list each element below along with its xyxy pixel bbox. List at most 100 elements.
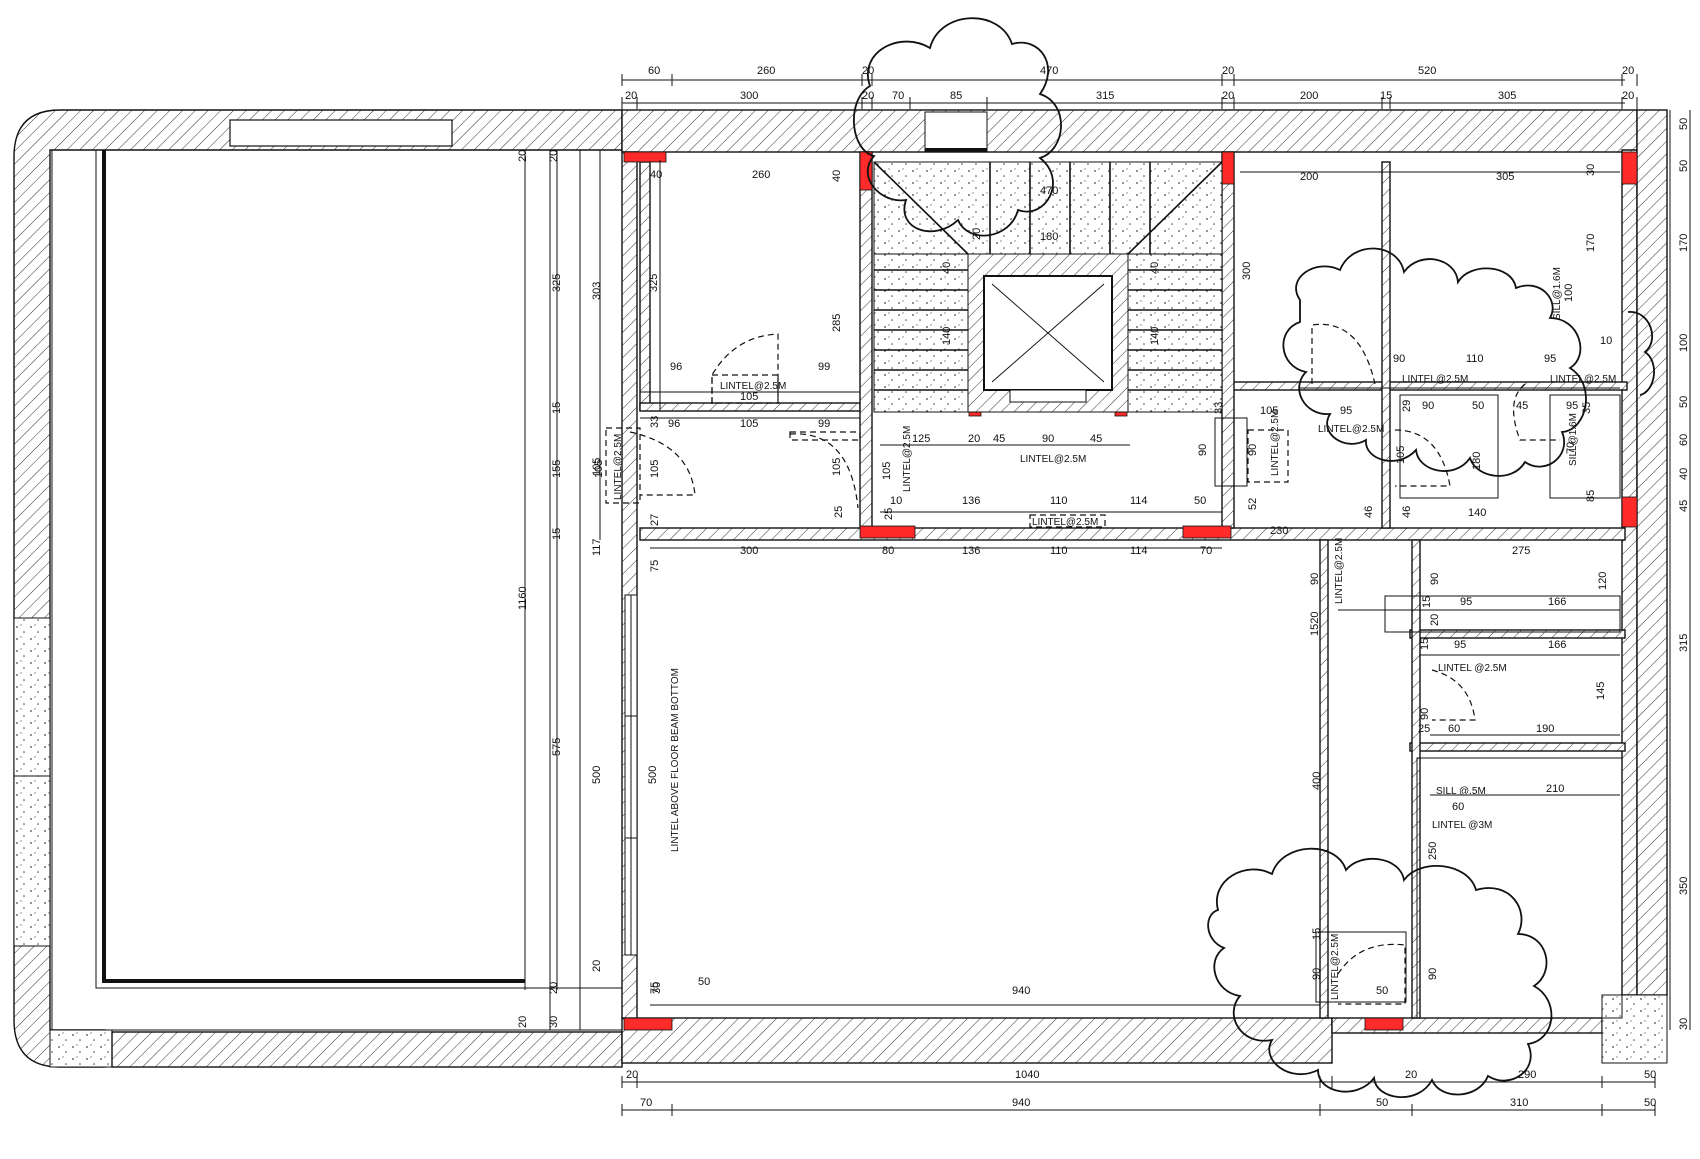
dim-label: 90 <box>1427 968 1439 980</box>
dim-label: 290 <box>1518 1069 1536 1081</box>
lintel-label: LINTEL@2.5M <box>613 434 624 500</box>
dim-label: 166 <box>1548 639 1566 651</box>
revision-clouds <box>852 17 1655 1098</box>
lintel-label: LINTEL@2.5M <box>902 426 913 492</box>
dim-label: 105 <box>1260 405 1278 417</box>
dim-label: 275 <box>1512 545 1530 557</box>
dim-label: 29 <box>1401 400 1413 412</box>
dim-label: 105 <box>881 462 893 480</box>
dim-label: 50 <box>698 976 710 988</box>
dim-label: 114 <box>1130 495 1148 507</box>
dim-label: 105 <box>649 460 661 478</box>
dim-label: 50 <box>1376 1097 1388 1109</box>
dim-label: 50 <box>1678 396 1690 408</box>
dim-label: 140 <box>1468 507 1486 519</box>
dimension-lines <box>549 74 1691 1116</box>
dim-label: 575 <box>551 738 563 756</box>
dim-label: 300 <box>740 90 758 102</box>
dim-label: 60 <box>648 65 660 77</box>
lintel-label: LINTEL@2.5M <box>1330 934 1341 1000</box>
dim-label: 46 <box>1363 506 1375 518</box>
dim-label: 40 <box>650 169 662 181</box>
dim-label: 310 <box>1510 1097 1528 1109</box>
sill-label: SILL@1.6M <box>1552 267 1563 320</box>
dim-label: 40 <box>941 262 953 274</box>
dim-label: 50 <box>1678 160 1690 172</box>
dim-label: 350 <box>1678 877 1690 895</box>
dim-label: 1160 <box>517 586 529 610</box>
top-dimensions-row1: 60 260 20 470 20 520 20 <box>648 65 1634 77</box>
dim-label: 25 <box>833 506 845 518</box>
left-room-outline <box>51 149 625 1031</box>
dim-label: 35 <box>1581 402 1593 414</box>
dim-label: 50 <box>1678 118 1690 130</box>
lintel-label: LINTEL@2.5M <box>1550 374 1616 385</box>
dim-label: 95 <box>1454 639 1466 651</box>
lintel-label: LINTEL@2.5M <box>1334 538 1345 604</box>
dim-label: 15 <box>1311 928 1323 940</box>
dim-label: 940 <box>1012 1097 1030 1109</box>
sill-label: SILL @.5M <box>1436 786 1486 797</box>
dim-label: 117 <box>591 538 603 556</box>
dim-label: 60 <box>1448 723 1460 735</box>
dim-label: 15 <box>1419 638 1431 650</box>
dim-label: 140 <box>941 327 953 345</box>
dim-label: 96 <box>668 418 680 430</box>
dim-label: 90 <box>1042 433 1054 445</box>
staircase <box>873 161 1223 413</box>
dim-label: 470 <box>1040 185 1058 197</box>
dim-label: 95 <box>1544 353 1556 365</box>
dim-label: 90 <box>1311 968 1323 980</box>
dim-label: 105 <box>1395 446 1407 464</box>
dim-label: 90 <box>1393 353 1405 365</box>
dim-label: 315 <box>1096 90 1114 102</box>
dim-label: 190 <box>1536 723 1554 735</box>
dim-label: 50 <box>1644 1097 1656 1109</box>
dim-label: 80 <box>882 545 894 557</box>
dim-label: 260 <box>752 169 770 181</box>
dim-label: 45 <box>1090 433 1102 445</box>
dim-label: 75 <box>649 982 661 994</box>
lintel-label: LINTEL@2.5M <box>1020 454 1086 465</box>
dim-label: 25 <box>883 508 895 520</box>
dim-label: 325 <box>648 274 660 292</box>
dim-label: 40 <box>1678 468 1690 480</box>
top-dimensions-row2: 20 300 20 70 85 315 20 200 15 305 20 <box>625 90 1634 102</box>
dim-label: 10 <box>1600 335 1612 347</box>
beam-label: LINTEL ABOVE FLOOR BEAM BOTTOM <box>670 668 681 852</box>
dim-label: 10 <box>890 495 902 507</box>
dim-label: 305 <box>1496 171 1514 183</box>
dim-label: 500 <box>647 766 659 784</box>
dim-label: 50 <box>1194 495 1206 507</box>
dim-label: 20 <box>1622 90 1634 102</box>
dim-label: 33 <box>649 416 661 428</box>
dim-label: 60 <box>1452 801 1464 813</box>
dim-label: 105 <box>740 391 758 403</box>
dim-label: 95 <box>1460 596 1472 608</box>
dim-label: 95 <box>1566 400 1578 412</box>
dim-label: 110 <box>1466 353 1484 365</box>
dim-label: 46 <box>1401 506 1413 518</box>
dim-label: 15 <box>551 528 563 540</box>
dim-label: 90 <box>1429 573 1441 585</box>
dim-label: 75 <box>649 560 661 572</box>
dim-label: 15 <box>1421 596 1433 608</box>
lintel-label: LINTEL@2.5M <box>1402 374 1468 385</box>
dim-label: 45 <box>1678 500 1690 512</box>
bottom-dimensions-row2: 70 940 50 310 50 <box>640 1097 1656 1109</box>
dim-label: 125 <box>912 433 930 445</box>
dim-label: 105 <box>831 458 843 476</box>
dim-label: 20 <box>971 228 983 240</box>
dim-label: 110 <box>1050 495 1068 507</box>
dim-label: 300 <box>740 545 758 557</box>
dim-label: 85 <box>1585 490 1597 502</box>
dim-label: 20 <box>517 150 529 162</box>
dim-label: 20 <box>1222 65 1234 77</box>
lintel-label: LINTEL@2.5M <box>1032 517 1098 528</box>
dim-label: 166 <box>1548 596 1566 608</box>
dim-label: 20 <box>548 982 560 994</box>
dim-label: 27 <box>649 514 661 526</box>
dim-label: 20 <box>548 150 560 162</box>
dim-label: 70 <box>892 90 904 102</box>
dim-label: 230 <box>1270 525 1288 537</box>
